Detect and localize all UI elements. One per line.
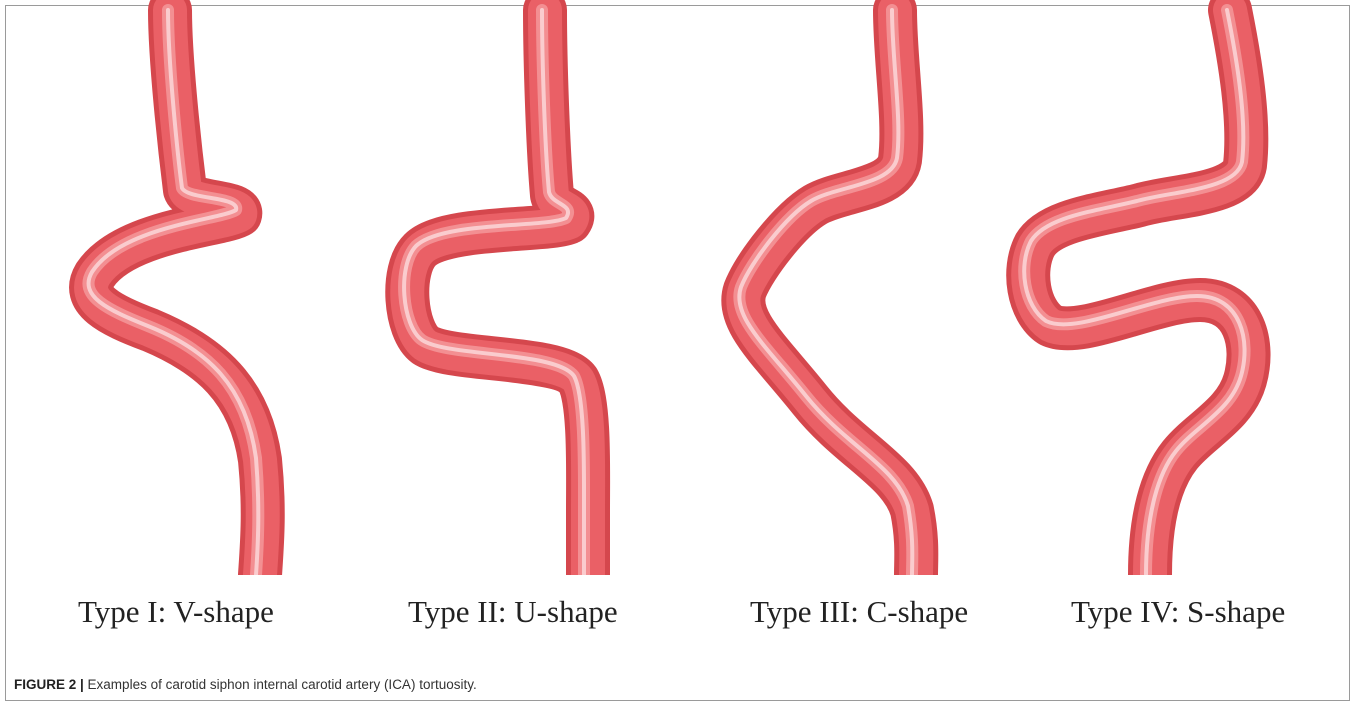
- type-label-s-shape: Type IV: S-shape: [1071, 596, 1285, 627]
- figure-illustration: [0, 0, 1358, 620]
- c-shape-artery-icon: [739, 10, 916, 575]
- figure-caption: FIGURE 2 | Examples of carotid siphon in…: [14, 678, 477, 692]
- v-shape-artery-icon: [89, 10, 263, 575]
- type-label-u-shape: Type II: U-shape: [408, 596, 618, 627]
- type-label-c-shape: Type III: C-shape: [750, 596, 968, 627]
- s-shape-artery-icon: [1024, 10, 1248, 575]
- type-label-v-shape: Type I: V-shape: [78, 596, 274, 627]
- u-shape-artery-icon: [404, 10, 588, 575]
- figure-caption-label: FIGURE 2 |: [14, 677, 84, 692]
- figure-caption-text: Examples of carotid siphon internal caro…: [84, 677, 477, 692]
